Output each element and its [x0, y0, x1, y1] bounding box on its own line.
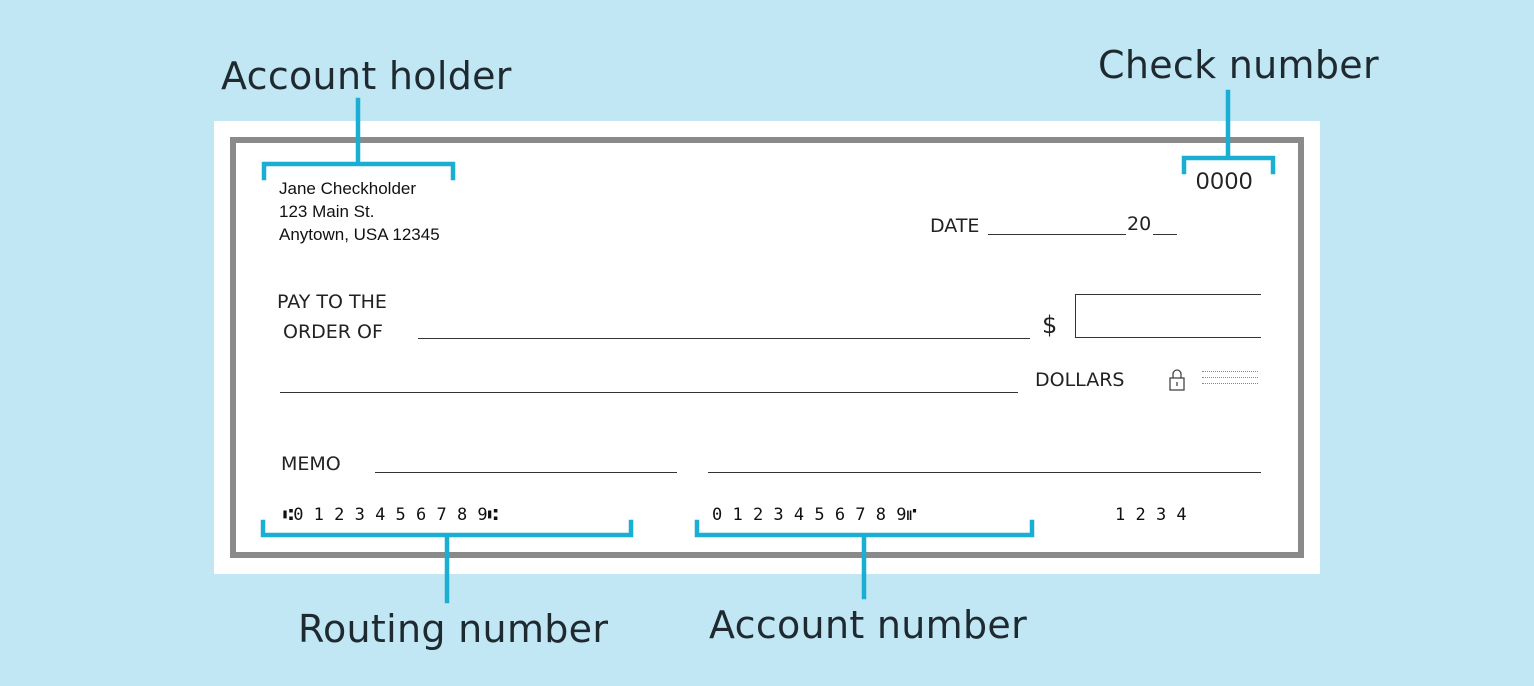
- holder-name: Jane Checkholder: [279, 179, 417, 198]
- account-holder-bracket: [261, 97, 456, 181]
- check-border: [230, 137, 1304, 558]
- dollars-label: DOLLARS: [1035, 369, 1125, 391]
- check-paper: [214, 121, 1320, 574]
- memo-line: [375, 472, 677, 473]
- dollar-sign: $: [1042, 311, 1058, 339]
- account-number-callout: Account number: [709, 603, 1028, 647]
- pay-to-label-line1: PAY TO THE: [277, 291, 387, 313]
- check-number-callout: Check number: [1098, 43, 1379, 87]
- micr-routing-number: ⑆0 1 2 3 4 5 6 7 8 9⑆: [283, 505, 498, 525]
- year-line: [1153, 234, 1177, 235]
- amount-box: [1075, 294, 1261, 338]
- memo-label: MEMO: [281, 453, 341, 475]
- account-number-bracket: [694, 519, 1035, 600]
- date-line: [988, 234, 1126, 235]
- routing-number-bracket: [260, 519, 634, 604]
- pay-to-label-line2: ORDER OF: [283, 321, 383, 343]
- security-fine-print: [1202, 371, 1258, 387]
- date-label: DATE: [930, 215, 980, 237]
- holder-street: 123 Main St.: [279, 202, 375, 221]
- account-holder-address: Jane Checkholder 123 Main St. Anytown, U…: [279, 177, 440, 246]
- micr-check-number: 1 2 3 4: [1115, 505, 1187, 525]
- routing-number-callout: Routing number: [298, 607, 609, 651]
- payee-line: [418, 338, 1030, 339]
- micr-account-number: 0 1 2 3 4 5 6 7 8 9⑈: [712, 505, 917, 525]
- check-number: 0000: [1196, 168, 1254, 195]
- written-amount-line: [280, 392, 1018, 393]
- padlock-icon: [1169, 369, 1185, 391]
- check-number-bracket: [1181, 89, 1276, 175]
- signature-line: [708, 472, 1261, 473]
- security-features: [1168, 369, 1258, 391]
- year-prefix: 20: [1127, 213, 1152, 235]
- holder-city: Anytown, USA 12345: [279, 225, 440, 244]
- account-holder-callout: Account holder: [221, 54, 512, 98]
